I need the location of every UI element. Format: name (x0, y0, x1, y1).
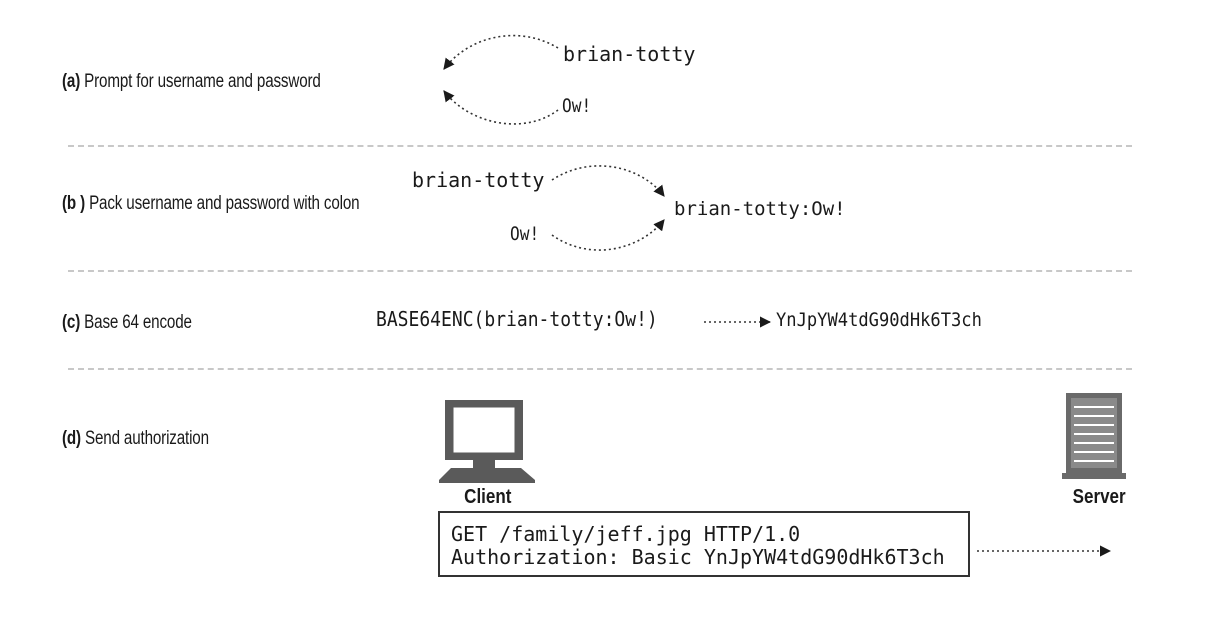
step-d-text: Send authorization (85, 428, 209, 449)
step-b-username: brian-totty (412, 168, 545, 192)
divider-bc (68, 270, 1132, 272)
step-c-input: BASE64ENC(brian-totty:Ow!) (376, 307, 658, 331)
server-label: Server (1072, 486, 1126, 508)
step-a-label: (a) Prompt for username and password (62, 71, 321, 93)
step-b-tag: (b ) (62, 193, 85, 214)
arrow-b-username (551, 165, 665, 197)
step-c-text: Base 64 encode (84, 312, 192, 333)
request-line: GET /family/jeff.jpg HTTP/1.0 (451, 522, 801, 546)
step-b-text: Pack username and password with colon (89, 193, 360, 214)
http-request-box: GET /family/jeff.jpg HTTP/1.0 Authorizat… (438, 511, 970, 577)
step-b-label: (b ) Pack username and password with col… (62, 193, 360, 215)
authorization-header: Authorization: Basic YnJpYW4tdG90dHk6T3c… (451, 545, 945, 569)
divider-ab (68, 145, 1132, 147)
divider-cd (68, 368, 1132, 370)
step-b-packed: brian-totty:Ow! (674, 198, 846, 220)
step-c-label: (c) Base 64 encode (62, 312, 192, 334)
step-b-password: Ow! (510, 223, 540, 245)
step-a-username: brian-totty (563, 42, 696, 66)
server-rack-icon (1062, 393, 1126, 479)
computer-monitor-icon (439, 400, 535, 483)
client-label: Client (464, 486, 512, 508)
step-c-output: YnJpYW4tdG90dHk6T3ch (776, 309, 982, 331)
arrow-a-username (443, 34, 559, 70)
step-d-label: (d) Send authorization (62, 428, 209, 450)
step-c-tag: (c) (62, 312, 81, 333)
step-d-tag: (d) (62, 428, 81, 449)
arrow-a-password (443, 90, 559, 125)
step-a-password: Ow! (562, 95, 592, 117)
step-a-tag: (a) (62, 71, 81, 92)
step-a-text: Prompt for username and password (84, 71, 321, 92)
arrow-b-password (551, 219, 665, 251)
